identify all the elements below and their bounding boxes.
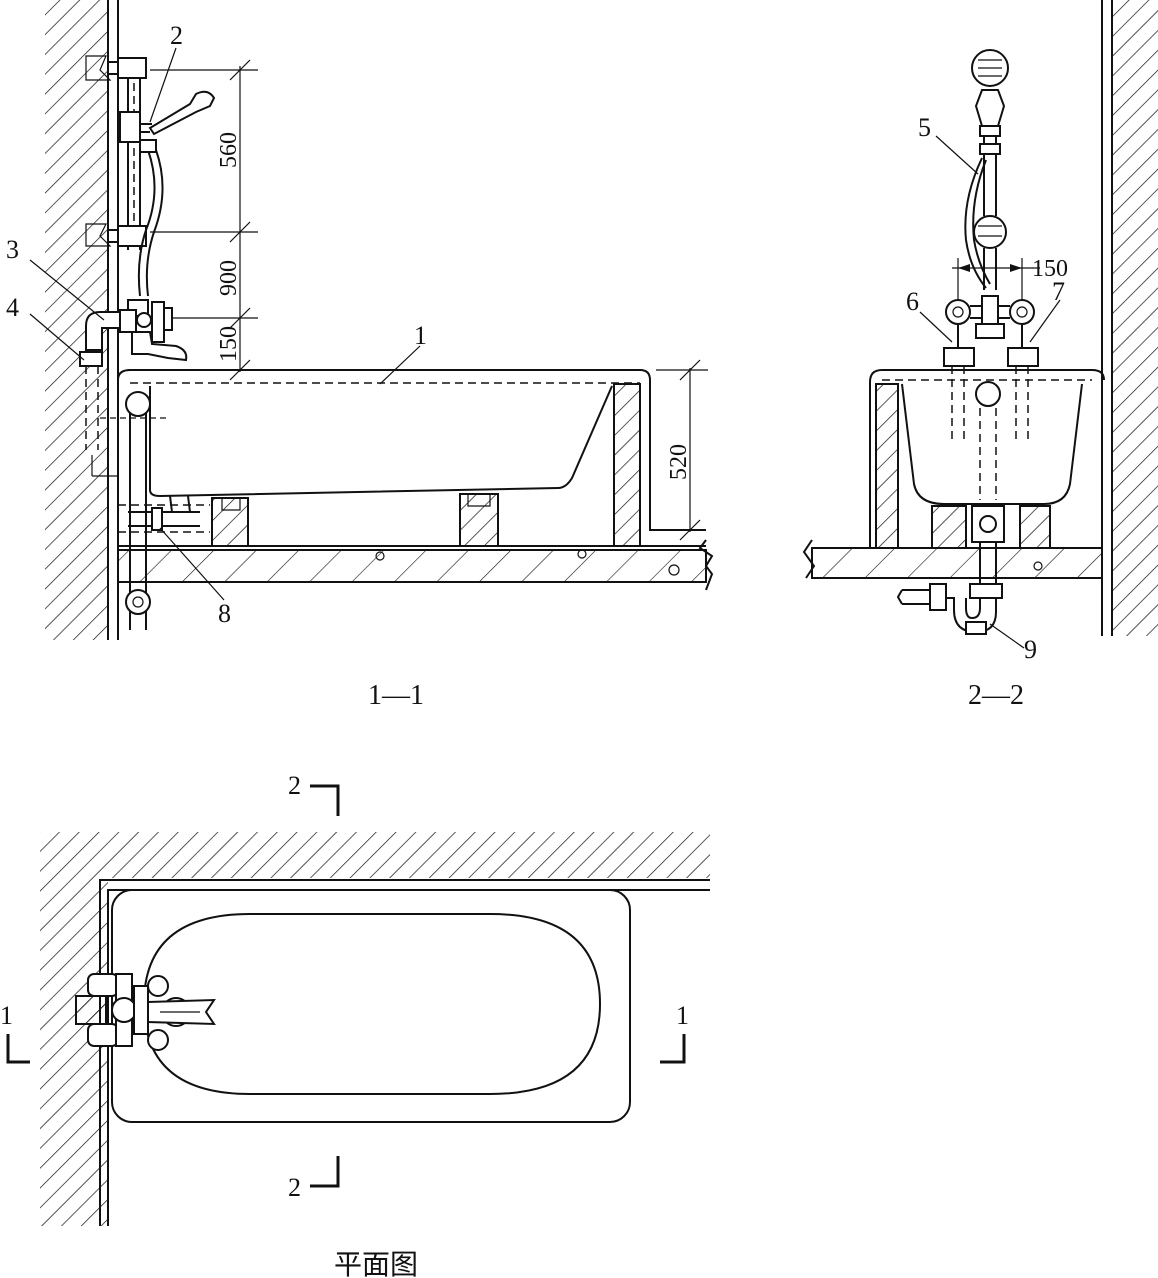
section-1-1-view: 560 900 150 520 2 3 4 1 8 1—1 [6,0,714,711]
plan-mixer-fittings [75,973,216,1051]
dim-900: 900 [216,260,242,296]
dim-150-spacing: 150 [1032,256,1068,282]
label-part-1: 1 [414,321,427,350]
dim-560: 560 [216,132,242,168]
tub-spout-icon [131,331,188,362]
section-1-1-caption: 1—1 [368,680,424,711]
cut-mark-2-bottom: 2 [288,1173,301,1202]
label-part-2: 2 [170,21,183,50]
bathtub-side-profile [117,369,706,531]
label-part-4: 4 [6,293,19,322]
label-part-9: 9 [1024,635,1037,664]
plan-view: 1 1 2 2 平面图 [0,771,710,1278]
section-2-2-view: 150 5 6 7 9 2—2 [802,0,1158,711]
label-part-5: 5 [918,113,931,142]
label-part-7: 7 [1052,277,1065,306]
floor-slab [117,549,707,583]
cut-mark-2-top: 2 [288,771,301,800]
cut-mark-1-left: 1 [0,1001,13,1030]
cut-mark-1-right: 1 [676,1001,689,1030]
label-part-3: 3 [6,235,19,264]
label-part-6: 6 [906,287,919,316]
right-wall-hatch [1112,0,1158,636]
plan-caption: 平面图 [334,1250,418,1278]
label-part-8: 8 [218,599,231,628]
shower-head-icon [148,90,216,136]
section-2-2-caption: 2—2 [968,680,1024,711]
plan-bathtub-basin [142,913,602,1095]
dim-150: 150 [216,326,242,362]
dim-520: 520 [666,444,692,480]
